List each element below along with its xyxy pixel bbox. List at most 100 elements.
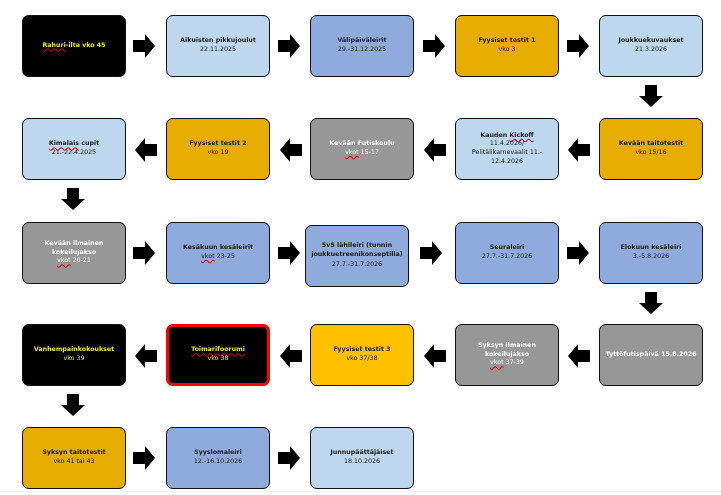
arrow-left-icon — [135, 138, 157, 162]
spellcheck-word: vkot — [57, 257, 71, 265]
box-vanhempainkokoukset[interactable]: Vanhempainkokoukset vko 39 — [22, 324, 126, 386]
box-elokuun-kesaleiri[interactable]: Elokuun kesäleiri 3.-5.8.2026 — [599, 222, 703, 284]
box-week: vko 41 tai 43 — [53, 458, 95, 465]
arrow-right-icon — [133, 34, 155, 58]
arrow-right-icon — [278, 241, 300, 265]
box-title: Aikuisten pikkujoulut — [180, 37, 256, 45]
box-fyysiset-testit-2[interactable]: Fyysiset testit 2 vko 19 — [166, 118, 270, 180]
box-title: Fyysiset testit 1 — [478, 37, 536, 45]
box-date: 3.-5.8.2026 — [632, 253, 670, 260]
box-5v5-lahileiri[interactable]: 5v5 lähileiri (tunnin joukkuetreenikonse… — [305, 225, 409, 287]
box-fyysiset-testit-1[interactable]: Fyysiset testit 1 vko 3 — [455, 15, 559, 77]
arrow-down-icon — [639, 292, 663, 314]
box-title: Fyysiset testit 2 — [189, 140, 247, 148]
box-date: 21.-22.4.2025 — [51, 149, 97, 156]
arrow-left-icon — [135, 344, 157, 368]
box-title: Joukkuekuvaukset — [618, 37, 684, 45]
box-aikuisten-pikkujoulut[interactable]: Aikuisten pikkujoulut 22.11.2025 — [166, 15, 270, 77]
spellcheck-word: vkot — [201, 253, 215, 260]
arrow-right-icon — [278, 34, 300, 58]
box-kevaan-futiskoulu[interactable]: Kevään Futiskoulu vkot 15-17 — [310, 118, 414, 180]
box-week: vkot 15-17 — [345, 149, 379, 156]
box-kauden-kickoff[interactable]: Kauden Kickoff 11.4.2026/ Pelitälikarnev… — [455, 118, 559, 180]
box-title: Elokuun kesäleiri — [620, 244, 682, 252]
box-title: Kevään ilmainen — [44, 240, 104, 248]
box-title: Fyysiset testit 3 — [333, 346, 391, 354]
arrow-right-icon — [420, 241, 442, 265]
box-title-first: Kauden — [480, 131, 510, 139]
box-junnupaattajaiset[interactable]: Junnupäättäjäiset 18.10.2026 — [310, 427, 414, 489]
spellcheck-word: Rahuri — [42, 41, 66, 49]
arrow-right-icon — [278, 446, 300, 470]
box-date: 22.11.2025 — [199, 46, 237, 53]
box-date: 21.3.2026 — [634, 46, 668, 53]
arrow-right-icon — [567, 241, 589, 265]
box-syyslomaleiri[interactable]: Syyslomaleiri 12.-16.10.2026 — [166, 427, 270, 489]
box-date: 18.10.2026 — [343, 458, 381, 465]
arrow-right-icon — [133, 241, 155, 265]
box-date: 12.-16.10.2026 — [193, 458, 243, 465]
box-title: Seuraleiri — [489, 244, 525, 252]
arrow-right-icon — [423, 34, 445, 58]
box-joukkuekuvaukset[interactable]: Joukkuekuvaukset 21.3.2026 — [599, 15, 703, 77]
box-seuraleiri[interactable]: Seuraleiri 27.7.-31.7.2026 — [455, 222, 559, 284]
arrow-left-icon — [568, 138, 590, 162]
box-title: Kauden Kickoff — [480, 132, 533, 141]
box-kevaan-ilmainen-kokeilujakso[interactable]: Kevään ilmainen kokeilujakso vkot 20-21 — [22, 222, 126, 284]
arrow-down-icon — [639, 85, 663, 107]
arrow-left-icon — [568, 344, 590, 368]
page-edge-divider — [0, 491, 721, 492]
box-toimarifoorumi[interactable]: Toimarifoorumi vko 38 — [166, 324, 270, 386]
arrow-left-icon — [280, 344, 302, 368]
box-rahuri-ilta[interactable]: Rahuri-ilta vko 45 — [22, 15, 126, 77]
box-title: Toimarifoorumi — [191, 346, 245, 354]
box-week: vko 3 — [498, 46, 516, 53]
box-week: vko 19 — [207, 149, 229, 156]
arrow-right-icon — [133, 446, 155, 470]
box-date: 29.-31.12.2025 — [337, 46, 387, 53]
box-tyttofutispaiva[interactable]: Tyttöfutispäivä 15.8.2026 — [599, 324, 703, 386]
box-fyysiset-testit-3[interactable]: Fyysiset testit 3 vko 37/38 — [310, 324, 414, 386]
box-week: vkot 20-21 — [57, 257, 91, 265]
box-title: Kimalais cupit — [48, 140, 100, 148]
arrow-right-icon — [567, 34, 589, 58]
arrow-down-icon — [61, 188, 85, 210]
box-date: 27.7.-31.7.2026 — [481, 253, 533, 260]
box-title: Kevään taitotestit — [618, 140, 684, 148]
box-title-line2: kokeilujakso — [484, 350, 530, 358]
box-title-line2: joukkuetreenikonseptilla) — [311, 250, 403, 258]
arrow-down-icon — [61, 394, 85, 416]
box-week: vkot 37-39 — [490, 359, 524, 367]
box-week: vko 38 — [207, 355, 229, 362]
box-date: 27.7.-31.7.2026 — [331, 261, 383, 269]
box-title: Junnupäättäjäiset — [330, 449, 394, 457]
box-week: vko 37/38 — [346, 355, 378, 362]
spellcheck-word: vkot — [345, 149, 359, 156]
box-title: Syyslomaleiri — [194, 449, 242, 457]
box-date-line3: 12.4.2026 — [490, 157, 524, 165]
box-kesakuun-kesaleirit[interactable]: Kesäkuun kesäleirit vkot 23-25 — [166, 222, 270, 284]
arrow-left-icon — [424, 138, 446, 162]
box-title: Rahuri-ilta vko 45 — [42, 42, 105, 51]
box-title-line2: kokeilujakso — [51, 248, 97, 256]
box-title: Kesäkuun kesäleirit — [182, 244, 253, 252]
arrow-left-icon — [280, 138, 302, 162]
box-title-rest: -ilta vko 45 — [65, 41, 106, 49]
box-title: Välipäiväleirit — [337, 37, 387, 45]
box-valipaivaleirit[interactable]: Välipäiväleirit 29.-31.12.2025 — [310, 15, 414, 77]
spellcheck-word: Kimalais — [48, 140, 80, 148]
box-syksyn-taitotestit[interactable]: Syksyn taitotestit vko 41 tai 43 — [22, 427, 126, 489]
box-title: Syksyn ilmainen — [478, 342, 536, 350]
box-title: 5v5 lähileiri (tunnin — [321, 242, 393, 250]
box-title: Vanhempainkokoukset — [33, 346, 115, 354]
box-title: Tyttöfutispäivä 15.8.2026 — [605, 350, 697, 358]
box-title: Kevään Futiskoulu — [329, 140, 395, 148]
box-week: vkot 23-25 — [201, 253, 235, 260]
box-syksyn-ilmainen-kokeilujakso[interactable]: Syksyn ilmainen kokeilujakso vkot 37-39 — [455, 324, 559, 386]
spellcheck-word: vkot — [490, 359, 504, 367]
arrow-left-icon — [424, 344, 446, 368]
box-kevaan-taitotestit[interactable]: Kevään taitotestit vko 15/16 — [599, 118, 703, 180]
box-kimalais-cupit[interactable]: Kimalais cupit 21.-22.4.2025 — [22, 118, 126, 180]
box-week: vko 15/16 — [635, 149, 667, 156]
